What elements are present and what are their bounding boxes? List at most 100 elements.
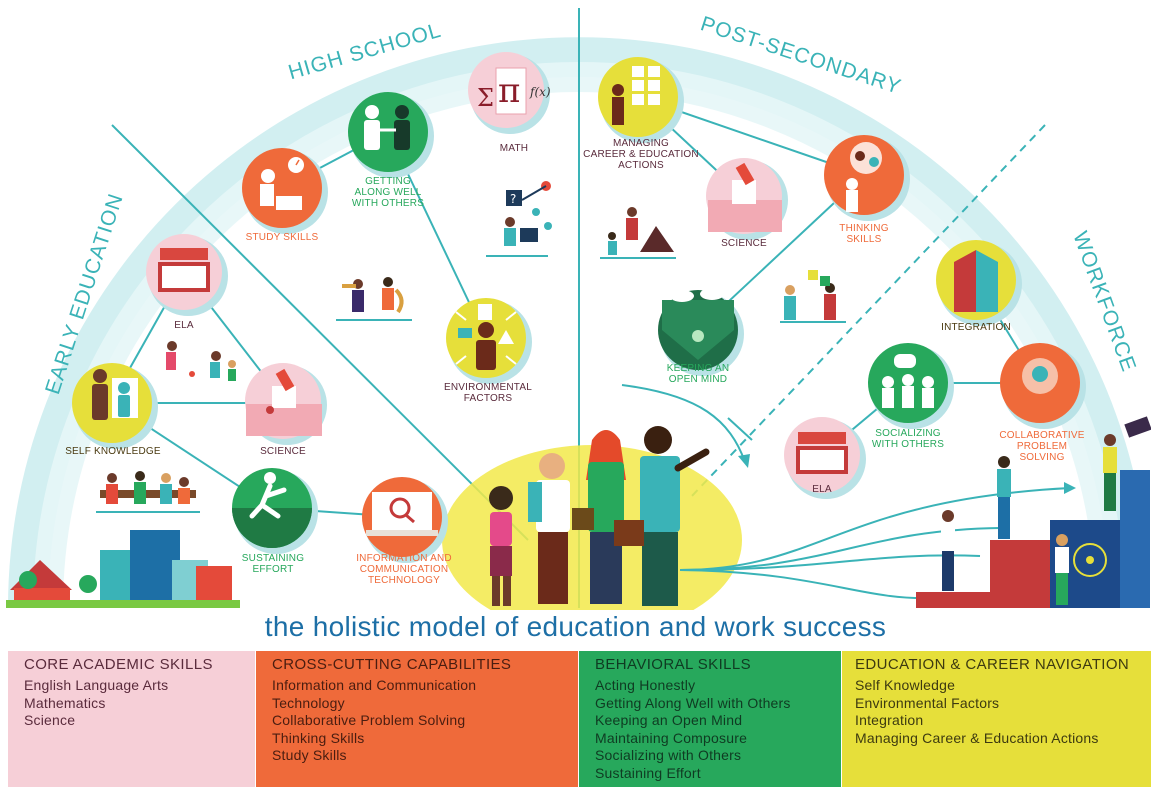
kids-playing-vignette — [166, 341, 236, 381]
label-environmental: ENVIRONMENTAL FACTORS — [432, 382, 544, 404]
monitor-icon — [520, 228, 538, 242]
label-line: INFORMATION AND — [356, 553, 452, 564]
boy-figure — [539, 453, 565, 479]
label-line: WITH OTHERS — [351, 198, 425, 209]
self-knowledge-node — [72, 363, 158, 449]
diagram-scene: Σ π f(x) ? — [6, 8, 1151, 635]
magnifier-icon — [389, 497, 411, 519]
sigma-symbol: Σ — [477, 84, 494, 112]
document-icon — [478, 304, 492, 320]
fx-symbol: f(x) — [529, 85, 551, 99]
desk-icon — [276, 196, 302, 210]
person-icon — [478, 322, 494, 338]
microscope-icon — [732, 180, 756, 204]
legend-item: Information and Communication — [272, 677, 477, 693]
saxophone-icon — [394, 288, 404, 314]
label-socializing: SOCIALIZING WITH OTHERS — [860, 428, 956, 450]
label-line: THINKING — [839, 223, 889, 234]
career-path — [679, 569, 931, 600]
label-line: WITH OTHERS — [871, 439, 945, 450]
pi-symbol: π — [498, 71, 520, 111]
legend-title: EDUCATION & CAREER NAVIGATION — [855, 656, 1130, 673]
label-integration: INTEGRATION — [941, 322, 1011, 333]
label-self-knowledge: SELF KNOWLEDGE — [65, 446, 161, 457]
managing-career-node — [598, 57, 684, 143]
gear-icon — [869, 157, 879, 167]
label-managing-career: MANAGING CAREER & EDUCATION ACTIONS — [574, 138, 708, 171]
label-line: OPEN MIND — [668, 374, 728, 385]
label-line: KEEPING AN — [666, 363, 730, 374]
lightbulb-icon — [1032, 366, 1048, 382]
person-icon — [612, 84, 624, 96]
label-math: MATH — [499, 143, 529, 154]
city-buildings — [916, 416, 1151, 608]
legend-item: Managing Career & Education Actions — [855, 729, 1099, 746]
planning-board-vignette — [780, 270, 846, 323]
ela-early-node — [146, 234, 228, 316]
label-ict: INFORMATION AND COMMUNICATION TECHNOLOGY — [342, 553, 466, 586]
environmental-node — [446, 298, 532, 384]
briefcase-icon — [614, 520, 644, 546]
label-science-early: SCIENCE — [260, 446, 306, 457]
connector — [621, 384, 746, 463]
label-line: COMMUNICATION — [359, 564, 449, 575]
legend-behavioral: BEHAVIORAL SKILLS Acting Honestly Gettin… — [579, 651, 841, 787]
person-icon — [395, 105, 409, 119]
career-path — [679, 554, 981, 571]
label-line: SUSTAINING — [241, 553, 305, 564]
legend-item: Technology — [272, 694, 345, 711]
label-ela-early: ELA — [174, 320, 194, 331]
label-sustaining-effort: SUSTAINING EFFORT — [230, 553, 316, 575]
warning-icon — [498, 330, 514, 344]
legend-item: Socializing with Others — [595, 747, 742, 763]
math-node: Σ π f(x) — [468, 52, 551, 134]
computer-student-vignette: ? — [486, 181, 552, 257]
label-line: MANAGING — [612, 138, 670, 149]
face-profile-icon — [976, 250, 998, 312]
getting-along-node — [348, 92, 434, 178]
person-icon — [692, 330, 704, 342]
double-arrow — [727, 417, 753, 441]
legend-item: Self Knowledge — [855, 677, 956, 693]
person-icon — [846, 178, 858, 190]
label-line: ACTIONS — [618, 160, 664, 171]
legend-item: Getting Along Well with Others — [595, 694, 791, 711]
person-icon — [93, 369, 107, 383]
cloud-icon — [700, 288, 724, 300]
label-line: SOCIALIZING — [875, 428, 941, 439]
label-line: ALONG WELL — [354, 187, 422, 198]
study-skills-node — [242, 148, 328, 234]
divider-left — [111, 124, 529, 541]
girl-figure — [489, 486, 513, 510]
divider-right — [689, 124, 1046, 499]
label-line: SOLVING — [1019, 452, 1065, 463]
building-icon — [458, 328, 472, 338]
label-thinking-skills: THINKING SKILLS — [822, 223, 906, 245]
question-icon — [506, 190, 522, 206]
collab-problem-node — [1000, 343, 1086, 429]
person-icon — [261, 169, 275, 183]
ela-work-node — [784, 417, 866, 499]
tree-icon — [19, 571, 37, 589]
arrowhead — [1064, 482, 1076, 494]
microscope-icon — [272, 386, 296, 408]
legend-cross-cutting: CROSS-CUTTING CAPABILITIES Information a… — [256, 651, 578, 787]
science-post-node — [706, 158, 788, 240]
label-study-skills: STUDY SKILLS — [245, 232, 319, 243]
legend-title: CROSS-CUTTING CAPABILITIES — [272, 656, 512, 673]
diagram-svg: Σ π f(x) ? — [6, 8, 1151, 635]
trumpet-icon — [342, 284, 356, 288]
telescope-icon — [1124, 416, 1151, 438]
cloud-icon — [670, 290, 694, 302]
legend-item: Science — [24, 712, 76, 728]
label-line: SKILLS — [846, 234, 882, 245]
legend-item: Collaborative Problem Solving — [272, 712, 466, 728]
legend-item: Sustaining Effort — [595, 764, 701, 781]
label-open-mind: KEEPING AN OPEN MIND — [650, 363, 746, 385]
legend-navigation: EDUCATION & CAREER NAVIGATION Self Knowl… — [842, 651, 1151, 787]
person-icon — [365, 105, 379, 119]
legend-item: Keeping an Open Mind — [595, 712, 743, 728]
label-ela-work: ELA — [812, 484, 832, 495]
legend-title: CORE ACADEMIC SKILLS — [24, 656, 213, 673]
tree-icon — [79, 575, 97, 593]
